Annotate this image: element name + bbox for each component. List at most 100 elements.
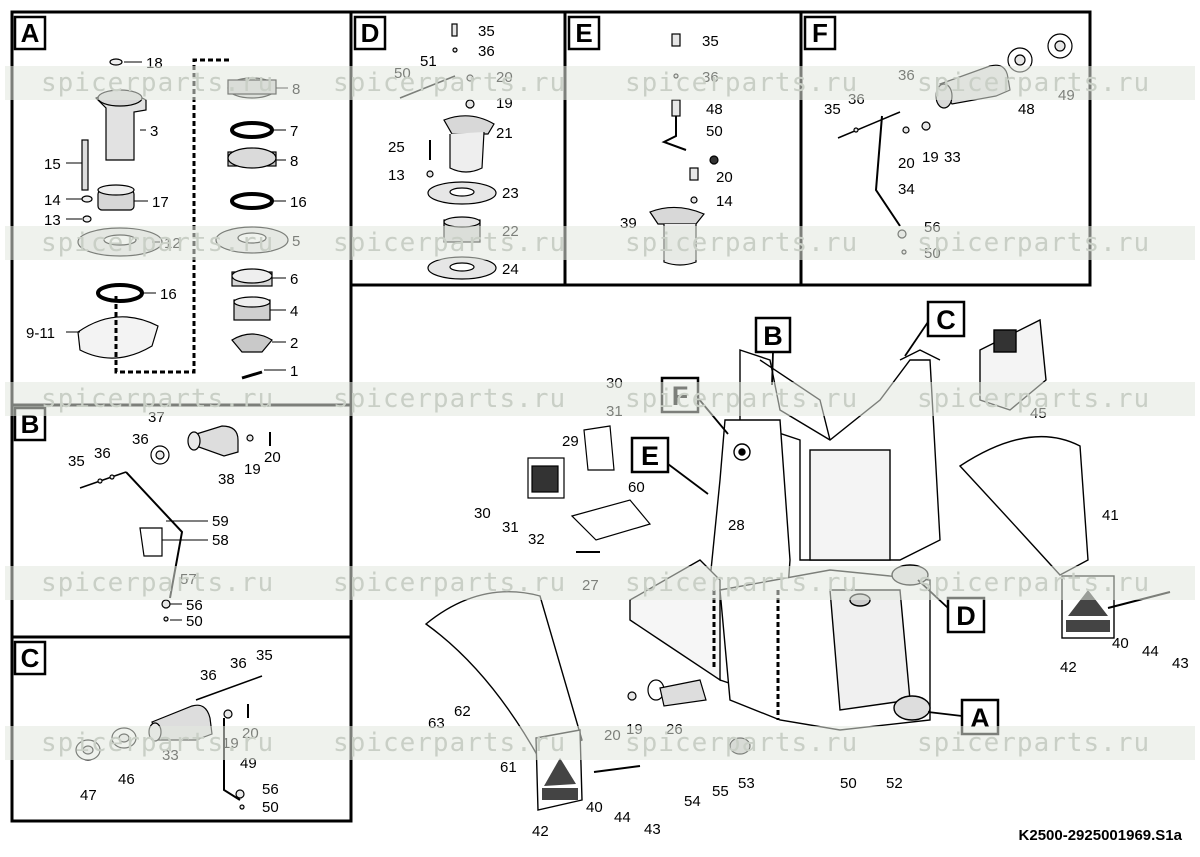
part-label: 38 [218,471,235,488]
part-label: 16 [160,286,177,303]
part-label: 24 [502,261,519,278]
part-label: 52 [886,775,903,792]
part-label: 46 [118,771,135,788]
part-label: 42 [532,823,549,840]
part-label: 43 [644,821,661,838]
part-label: 50 [706,123,723,140]
watermark-text: spicerparts.ru [41,728,275,758]
part-label: 59 [212,513,229,530]
sdlg-logo-mark [542,788,578,800]
watermark-band: spicerparts.ru spicerparts.ru spicerpart… [5,566,1195,600]
part-label: 55 [712,783,729,800]
part-label: 40 [586,799,603,816]
part-label: 31 [502,519,519,536]
callout-a: A [970,703,990,733]
part-label: 35 [478,23,495,40]
main-small-parts [527,425,1171,773]
panel-a-dash-line [114,58,232,374]
panel-e-labels: 35 36 48 50 20 14 39 [620,33,733,232]
part-label: 20 [716,169,733,186]
part-label: 61 [500,759,517,776]
watermark-text: spicerparts.ru [917,384,1151,414]
part-label: 36 [132,431,149,448]
watermark-text: spicerparts.ru [917,568,1151,598]
panel-a-parts [77,58,289,380]
part-label: 62 [454,703,471,720]
watermark-text: spicerparts.ru [333,728,567,758]
callout-e: E [641,441,659,471]
part-label: 2 [290,335,298,352]
watermark-text: spicerparts.ru [333,228,567,258]
panel-a-labels: 18 3 15 14 13 17 12 16 9-11 8 7 8 16 5 6… [26,55,307,380]
part-label: 23 [502,185,519,202]
part-label: 35 [824,101,841,118]
part-label: 41 [1102,507,1119,524]
part-label: 19 [922,149,939,166]
watermark-text: spicerparts.ru [625,568,859,598]
part-label: 50 [840,775,857,792]
part-label: 25 [388,139,405,156]
part-label: 56 [262,781,279,798]
watermark-text: spicerparts.ru [333,68,567,98]
watermark-band: spicerparts.ru spicerparts.ru spicerpart… [5,382,1195,416]
watermark-text: spicerparts.ru [41,228,275,258]
part-label: 40 [1112,635,1129,652]
part-label: 47 [80,787,97,804]
part-label: 30 [474,505,491,522]
watermark-text: spicerparts.ru [41,384,275,414]
watermark-text: spicerparts.ru [333,568,567,598]
watermark-text: spicerparts.ru [625,728,859,758]
part-label: 1 [290,363,298,380]
watermark-text: spicerparts.ru [917,728,1151,758]
watermark-text: spicerparts.ru [333,384,567,414]
part-label: 35 [702,33,719,50]
watermark-band: spicerparts.ru spicerparts.ru spicerpart… [5,726,1195,760]
part-label: 42 [1060,659,1077,676]
part-label: 3 [150,123,158,140]
watermark-text: spicerparts.ru [625,228,859,258]
panel-d-letter: D [361,18,380,48]
part-label: 48 [1018,101,1035,118]
part-label: 51 [420,53,437,70]
part-label: 58 [212,532,229,549]
part-label: 6 [290,271,298,288]
watermark-text: spicerparts.ru [625,384,859,414]
part-label: 50 [262,799,279,816]
part-label: 7 [290,123,298,140]
part-label: 15 [44,156,61,173]
part-label: 14 [44,192,61,209]
drawing-code: K2500-2925001969.S1a [1018,827,1182,844]
part-label: 8 [290,153,298,170]
part-label: 36 [230,655,247,672]
part-label: 20 [898,155,915,172]
panel-letters: A B C D E F [13,15,837,676]
part-label: 48 [706,101,723,118]
part-label: 32 [528,531,545,548]
part-label: 44 [1142,643,1159,660]
watermark-text: spicerparts.ru [625,68,859,98]
part-label: 54 [684,793,701,810]
fenders [424,435,1089,761]
part-label: 13 [388,167,405,184]
panel-b-leaders [162,520,208,621]
main-callouts: B C F E D A [630,300,1000,736]
part-label: 56 [186,597,203,614]
watermark-text: spicerparts.ru [917,228,1151,258]
panel-c-letter: C [21,643,40,673]
panel-a-letter: A [21,18,40,48]
part-label: 36 [94,445,111,462]
watermark-text: spicerparts.ru [917,68,1151,98]
part-label: 28 [728,517,745,534]
sdlg-logo-mark [1066,620,1110,632]
watermark-band: spicerparts.ru spicerparts.ru spicerpart… [5,66,1195,100]
watermark-text: spicerparts.ru [41,68,275,98]
part-label: 50 [186,613,203,630]
part-label: 16 [290,194,307,211]
part-label: 36 [478,43,495,60]
watermark-text: spicerparts.ru [41,568,275,598]
part-label: 13 [44,212,61,229]
part-label: 19 [244,461,261,478]
part-label: 33 [944,149,961,166]
